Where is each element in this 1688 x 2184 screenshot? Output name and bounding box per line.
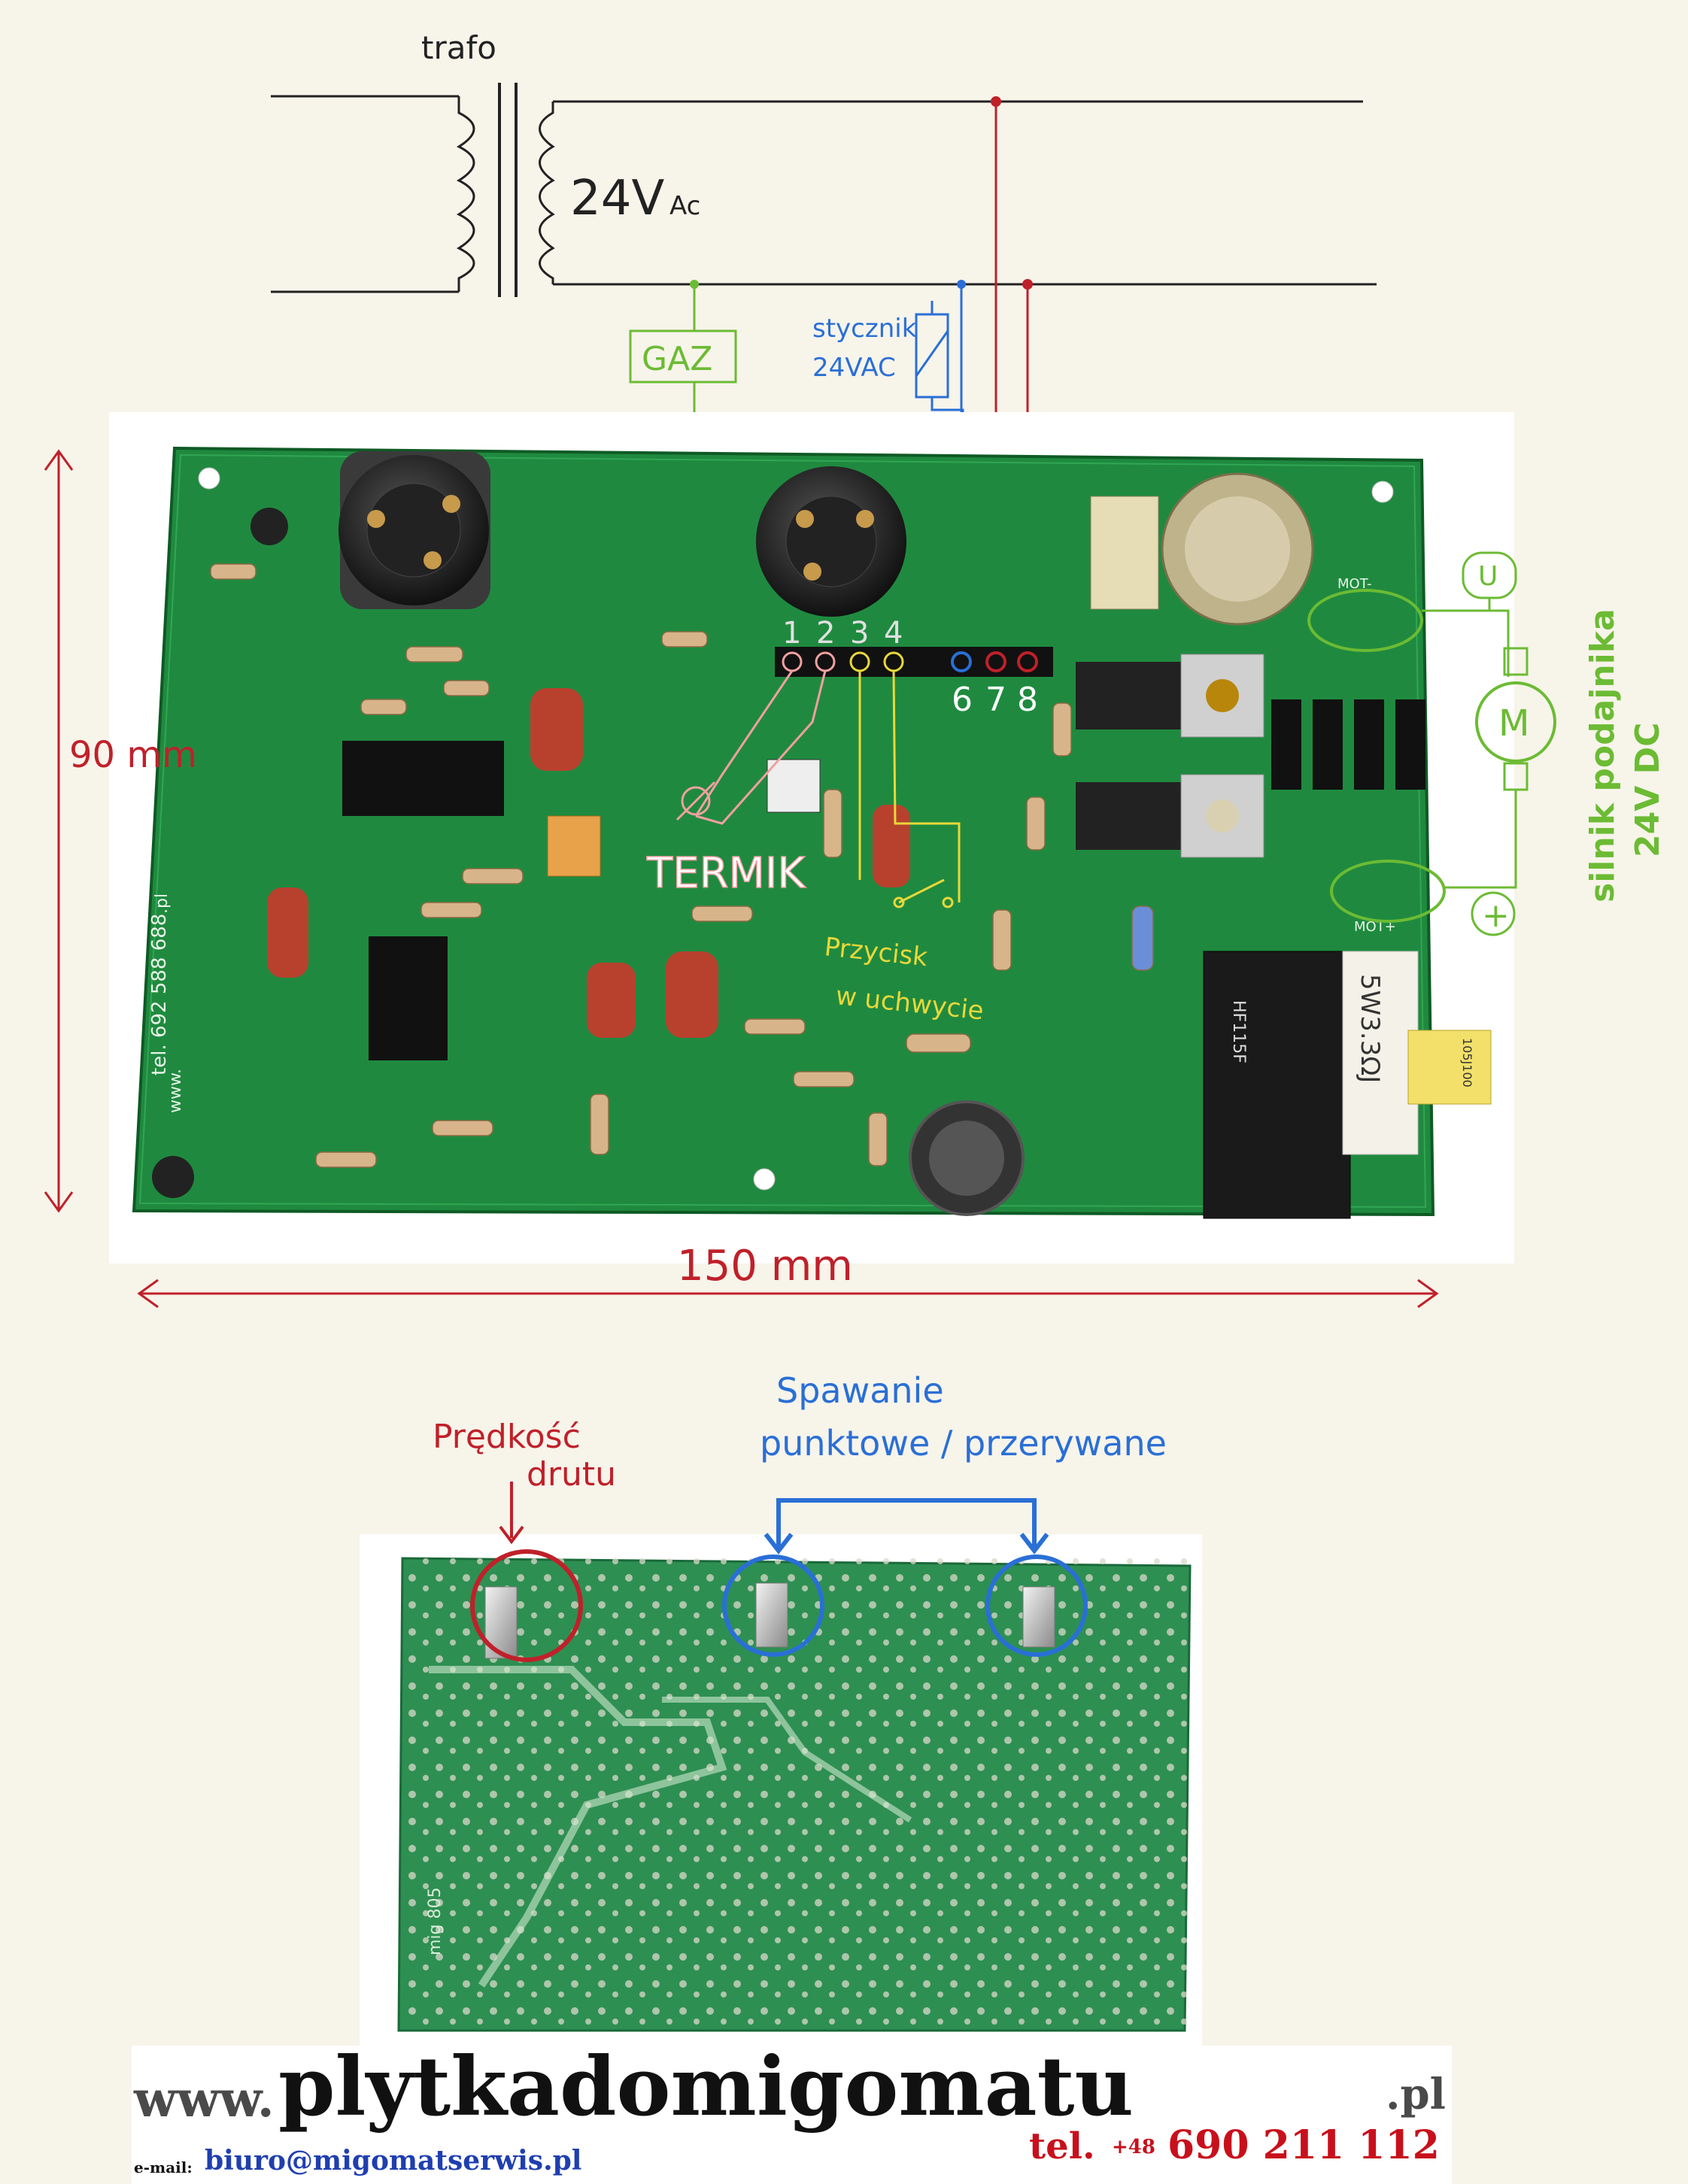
trimmer — [547, 815, 601, 877]
potentiometer-1 — [339, 451, 490, 609]
resistor-marking: 5W3.3ΩJ — [1355, 974, 1385, 1083]
power-transistors — [1076, 654, 1264, 858]
potentiometer-3 — [1090, 472, 1314, 626]
power-resistor: 5W3.3ΩJ — [1342, 951, 1419, 1155]
silk-www: www. — [166, 1069, 185, 1113]
dimension-height: 90 mm — [44, 449, 197, 1213]
capacitor-marking: 105J100 — [1460, 1038, 1474, 1087]
motor-wiring: U M + silnik podajnika 24V DC — [1307, 551, 1667, 936]
ic-chip-1 — [342, 741, 504, 816]
relay: HF115F — [1203, 951, 1351, 1219]
width-label: 150 mm — [677, 1242, 853, 1291]
mounting-hole — [198, 467, 220, 490]
gas-valve-box — [629, 329, 737, 384]
spot-label-line2: punktowe / przerywane — [760, 1423, 1167, 1464]
height-label: 90 mm — [69, 734, 197, 776]
silk-model: mig 805 — [426, 1888, 445, 1956]
pin-annotations: 1 2 3 4 6 7 8 — [782, 616, 1038, 719]
contactor-coil-box — [915, 313, 949, 399]
pcb-bottom: mig 805 Prędkość drutu Spawanie punktowe… — [360, 1370, 1202, 2046]
silk-pl: .pl — [153, 893, 172, 914]
ic-chip-2 — [369, 936, 448, 1060]
plus-symbol-circle — [1471, 891, 1516, 936]
contactor-coil-slash — [915, 330, 949, 377]
pin-label-3: 3 — [850, 616, 869, 651]
mounting-hole — [1371, 481, 1394, 503]
spot-bracket-arrow — [776, 1498, 1037, 1549]
spot-pot-circle-1 — [722, 1555, 824, 1657]
mot-plus-circle — [1330, 860, 1446, 923]
silk-mot-minus: MOT- — [1337, 576, 1372, 592]
pin-label-2: 2 — [816, 616, 835, 651]
plus-symbol: + — [1482, 896, 1510, 935]
pin-label-7: 7 — [985, 681, 1006, 719]
relay-marking: HF115F — [1229, 1000, 1248, 1063]
spot-pot-shaft-1 — [755, 1582, 788, 1648]
secondary-voltage-suffix: Ac — [669, 191, 700, 221]
solder-pads — [402, 1558, 1189, 2031]
motor-label-line2: 24V DC — [1629, 723, 1667, 857]
motor-label-line1: silnik podajnika — [1583, 608, 1622, 902]
resistors — [210, 563, 1154, 1168]
primary-coil — [456, 96, 475, 292]
transformer-label: trafo — [421, 29, 496, 66]
pin-label-1: 1 — [782, 616, 801, 651]
silk-mot-plus: MOT+ — [1354, 919, 1396, 935]
copper-trace — [429, 1666, 727, 1988]
thermal-label: TERMIK — [646, 849, 806, 898]
optocoupler — [767, 759, 821, 813]
contactor-label-line1: stycznik — [812, 314, 917, 344]
red-film-capacitors — [267, 688, 910, 1038]
gas-valve-label: GAZ — [642, 340, 712, 378]
pcb-board — [132, 446, 1435, 1217]
motor-symbol: M — [1498, 702, 1529, 745]
speed-label-line1: Prędkość — [433, 1418, 581, 1456]
electrolytic-capacitor-small — [250, 508, 288, 545]
pin-label-8: 8 — [1017, 681, 1038, 719]
thermal-switch-wiring: TERMIK — [645, 670, 827, 899]
contactor-label-line2: 24VAC — [812, 353, 896, 383]
speed-pot-circle — [470, 1549, 583, 1662]
mounting-hole — [753, 1168, 776, 1191]
secondary-coil — [539, 102, 555, 284]
silk-phone: tel. 692 588 688 — [148, 914, 171, 1075]
secondary-voltage-label: 24V — [570, 171, 664, 226]
film-capacitor: 105J100 — [1407, 1030, 1492, 1105]
pcb-top: HF115F 5W3.3ΩJ 105J100 — [44, 412, 1667, 1309]
electrolytic-capacitor-small — [152, 1156, 194, 1198]
pin-label-6: 6 — [952, 681, 973, 719]
motor-symbol-circle — [1475, 681, 1556, 763]
mot-minus-circle — [1307, 589, 1423, 652]
spot-pot-circle-2 — [985, 1555, 1088, 1657]
connector-header — [775, 647, 1053, 677]
dimension-width: 150 mm — [137, 1242, 1439, 1309]
speed-label-line2: drutu — [527, 1455, 616, 1494]
fuse-symbol: U — [1478, 561, 1498, 592]
spot-label-line1: Spawanie — [776, 1370, 944, 1411]
footer-banner — [132, 2046, 1452, 2184]
pin-label-4: 4 — [884, 616, 903, 651]
spot-pot-shaft-2 — [1022, 1586, 1055, 1648]
potentiometer-2 — [756, 466, 906, 617]
rectifier-diodes — [1271, 699, 1425, 790]
